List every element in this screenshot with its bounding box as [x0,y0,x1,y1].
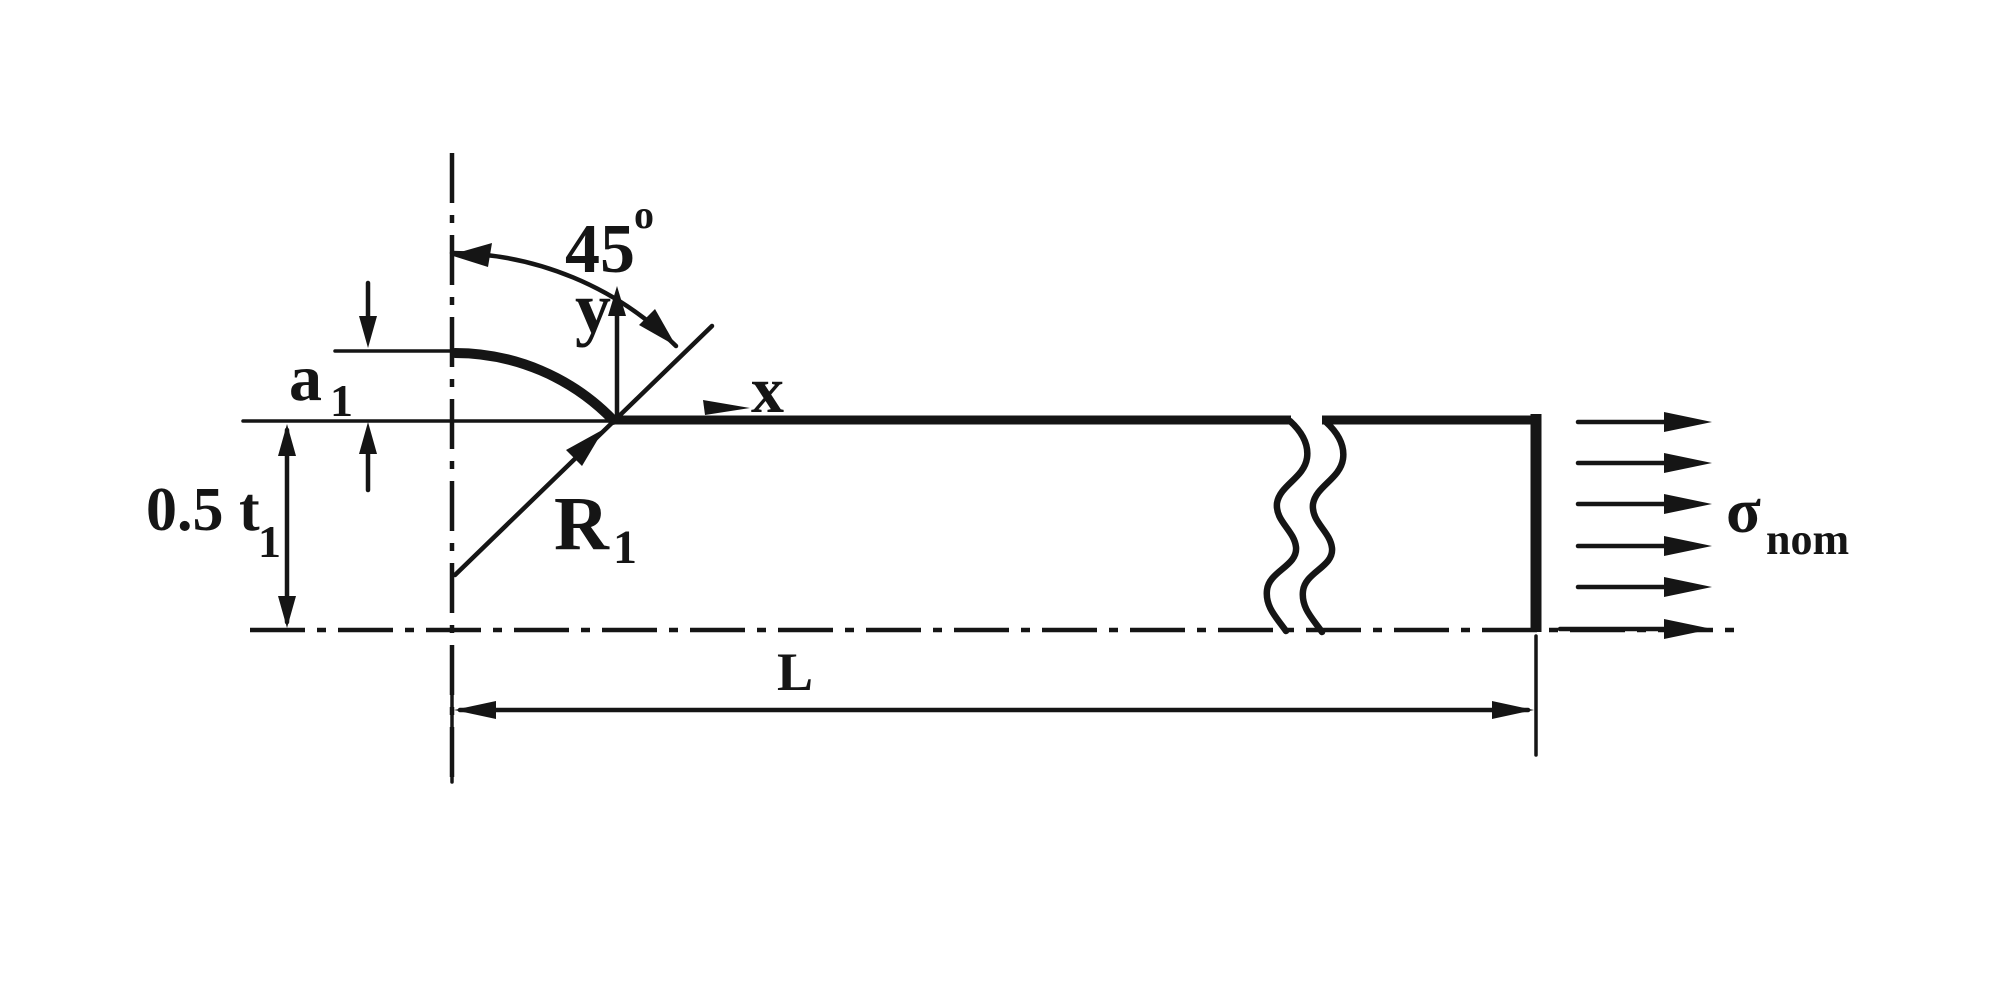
degree-symbol: o [634,192,654,237]
crack-depth-base: a [289,342,322,415]
sigma-symbol: σ [1726,475,1761,546]
y-axis-label: y [575,268,611,348]
stress-arrow-group [1557,412,1712,639]
notch-radius-label: R 1 [554,482,637,574]
half-thickness-label: 0.5 t 1 [146,476,281,567]
stress-arrowhead [1664,494,1712,514]
length-label: L [777,642,813,702]
x-axis-label: x [751,354,784,427]
sigma-subscript: nom [1766,515,1849,564]
break-wavy-line-left [1263,417,1311,635]
notch-radius-base: R [554,482,610,566]
L-arrowhead-left [454,701,496,719]
x-axis-arrowhead [703,400,750,415]
break-wavy-line-right [1299,418,1347,636]
angle-label: 45 o [565,192,654,288]
stress-arrowhead [1664,536,1712,556]
half-thickness-arrowhead-up [278,424,296,456]
stress-arrowhead [1664,577,1712,597]
angle-dimension-arc [449,250,679,349]
stress-arrowhead [1664,412,1712,432]
crack-depth-subscript: 1 [330,375,353,426]
notch-arc [450,348,618,425]
half-thickness-arrowhead-down [278,596,296,628]
crack-depth-label: a 1 [289,342,353,426]
a1-arrowhead-up [359,422,377,454]
angle-arc-arrowhead-left [450,243,492,267]
nominal-stress-label: σ nom [1726,475,1849,564]
angle-arc-arrowhead-right [639,309,676,346]
L-arrowhead-right [1492,701,1534,719]
half-thickness-subscript: 1 [258,516,281,567]
stress-arrowhead [1664,453,1712,473]
notch-radius-subscript: 1 [613,521,637,574]
stress-arrowhead [1664,619,1712,639]
radius-arrowhead [566,429,604,466]
a1-arrowhead-down [359,316,377,348]
angle-value: 45 [565,211,635,288]
half-thickness-base: 0.5 t [146,476,260,544]
